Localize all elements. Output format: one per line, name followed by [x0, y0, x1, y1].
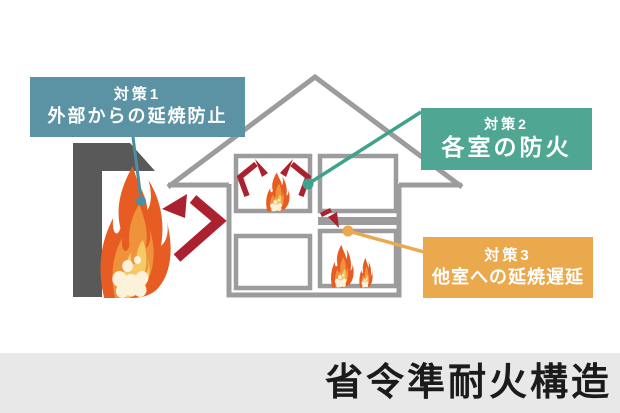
callout-1-tag: 対策1 — [113, 86, 162, 104]
fire-arrow-room-left-head — [255, 159, 268, 177]
callout-3-title: 他室への延焼遅延 — [432, 266, 584, 287]
connector-dot-3 — [342, 225, 354, 237]
rooms — [233, 153, 399, 291]
fire-arrow-room-left — [236, 161, 258, 197]
flame-icon-exterior — [100, 166, 171, 298]
connector-line-1 — [131, 136, 143, 200]
roof — [166, 73, 464, 190]
fire-spread-arrows — [162, 159, 339, 262]
fire-arrow-room-right — [290, 161, 312, 197]
callout-1-title: 外部からの延焼防止 — [47, 106, 228, 127]
callout-taisaku-3: 対策3 他室への延焼遅延 — [423, 237, 593, 298]
callout-connectors — [131, 110, 425, 254]
connector-dot-1 — [136, 196, 146, 206]
callout-2-title: 各室の防火 — [441, 134, 572, 161]
fire-arrow-slab — [319, 207, 333, 218]
house-outline — [166, 73, 464, 298]
room-lower-left — [233, 233, 313, 291]
callout-taisaku-2: 対策2 各室の防火 — [421, 108, 592, 170]
fire-arrow-exterior — [173, 195, 227, 262]
fire-arrow-exterior-head — [162, 194, 187, 218]
callout-2-tag: 対策2 — [484, 115, 529, 132]
footer-title: 省令準耐火構造 — [324, 362, 612, 404]
callout-taisaku-1: 対策1 外部からの延焼防止 — [30, 77, 245, 137]
floor-slab — [318, 217, 398, 225]
callout-3-tag: 対策3 — [484, 246, 532, 264]
neighbor-building — [73, 143, 155, 297]
connector-line-2 — [307, 110, 422, 186]
footer-bar: 省令準耐火構造 — [0, 353, 620, 413]
connector-line-3 — [347, 229, 425, 254]
connector-dot-2 — [302, 178, 314, 190]
fire-arrow-room-right-head — [280, 159, 293, 177]
fire-arrow-slab-head — [328, 212, 339, 228]
house-walls — [226, 184, 402, 298]
room-upper-right — [317, 153, 399, 214]
